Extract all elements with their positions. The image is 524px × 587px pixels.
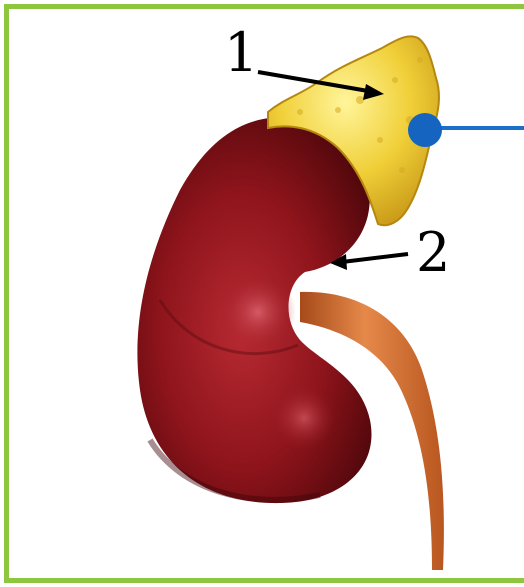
kidney-highlight-upper — [220, 274, 296, 350]
kidney-highlight-lower — [272, 386, 336, 450]
pointer-dot — [408, 113, 442, 147]
label-2: 2 — [416, 226, 450, 280]
label-1: 1 — [224, 26, 258, 80]
arrow-2-line — [342, 254, 408, 262]
